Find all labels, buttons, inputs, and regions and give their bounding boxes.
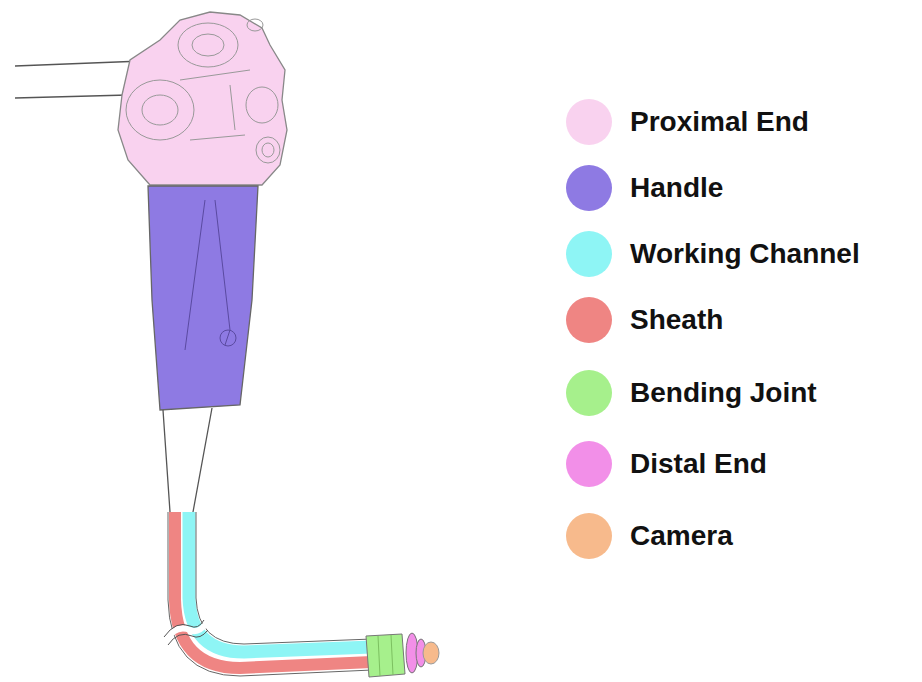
bending-joint: [366, 634, 405, 677]
legend-label: Proximal End: [630, 106, 809, 138]
legend-row: Sheath: [566, 296, 723, 344]
bending-joint-detail: [378, 635, 393, 676]
break-mark: [166, 624, 206, 640]
legend-swatch: [566, 513, 612, 559]
legend-swatch: [566, 99, 612, 145]
legend-row: Bending Joint: [566, 369, 817, 417]
legend-label: Sheath: [630, 304, 723, 336]
legend-label: Camera: [630, 520, 733, 552]
legend-label: Bending Joint: [630, 377, 817, 409]
legend-swatch: [566, 231, 612, 277]
legend-row: Camera: [566, 512, 733, 560]
handle: [148, 186, 258, 410]
legend-label: Distal End: [630, 448, 767, 480]
working-channel: [189, 512, 372, 652]
legend-row: Working Channel: [566, 230, 860, 278]
tube-outline: [168, 512, 372, 676]
legend-row: Handle: [566, 164, 723, 212]
legend-label: Working Channel: [630, 238, 860, 270]
neck: [163, 408, 212, 512]
legend-swatch: [566, 165, 612, 211]
legend-label: Handle: [630, 172, 723, 204]
handle-detail: [185, 200, 236, 350]
break-mark: [164, 620, 208, 645]
cable-line: [15, 95, 128, 98]
legend-swatch: [566, 370, 612, 416]
control-knobs: [126, 19, 280, 163]
legend-swatch: [566, 441, 612, 487]
legend-row: Distal End: [566, 440, 767, 488]
legend-swatch: [566, 297, 612, 343]
camera: [423, 642, 439, 664]
sheath: [175, 512, 372, 668]
control-head: [118, 12, 287, 185]
legend-row: Proximal End: [566, 98, 809, 146]
